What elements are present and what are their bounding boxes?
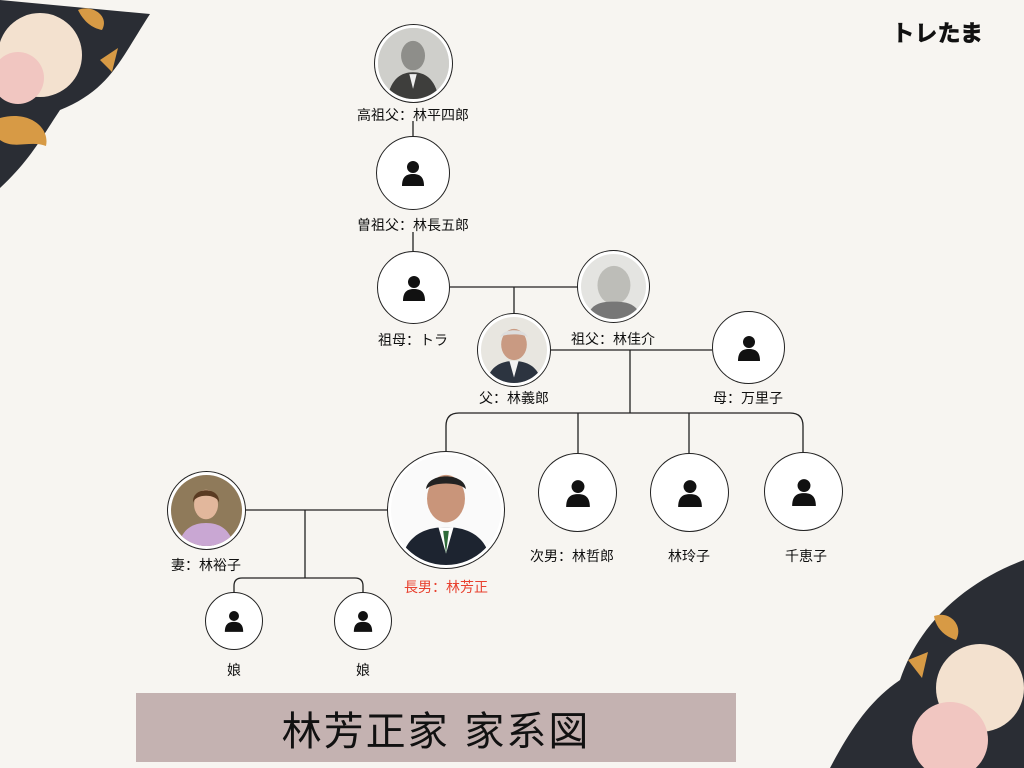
node-daughter-1	[205, 592, 263, 650]
diagram-title: 林芳正家 家系図	[281, 708, 591, 755]
portrait-grandfather	[578, 251, 649, 322]
label-great-grandfather: 曽祖父：林長五郎	[357, 218, 469, 234]
label-wife: 妻：林裕子	[171, 558, 241, 574]
node-sibling-chieko	[764, 452, 843, 531]
bottom-right-floral-decoration	[830, 560, 1024, 768]
label-sibling-chieko: 千恵子	[785, 549, 827, 565]
label-mother: 母：万里子	[713, 391, 783, 407]
node-grandmother	[377, 251, 450, 324]
portrait-photo	[581, 254, 646, 319]
portrait-photo	[481, 317, 547, 383]
node-daughter-2	[334, 592, 392, 650]
person-silhouette-icon	[353, 611, 373, 632]
portrait-wife	[168, 472, 245, 549]
portrait-great-great-grandfather	[375, 25, 452, 102]
portrait-eldest-son	[388, 452, 504, 568]
person-silhouette-icon	[402, 161, 424, 186]
portrait-photo	[378, 28, 449, 99]
node-great-grandfather	[376, 136, 450, 210]
label-daughter-2: 娘	[356, 663, 370, 679]
person-silhouette-icon	[677, 479, 702, 507]
node-sibling-reiko	[650, 453, 729, 532]
person-silhouette-icon	[565, 479, 590, 507]
portrait-father	[478, 314, 550, 386]
label-daughter-1: 娘	[227, 663, 241, 679]
label-great-great-grandfather: 高祖父：林平四郎	[357, 108, 469, 124]
node-mother	[712, 311, 785, 384]
label-grandfather: 祖父：林佳介	[571, 332, 655, 348]
person-silhouette-icon	[224, 611, 244, 632]
portrait-photo	[171, 475, 242, 546]
label-grandmother: 祖母：トラ	[378, 333, 448, 349]
portrait-photo	[391, 455, 501, 565]
node-second-son	[538, 453, 617, 532]
person-silhouette-icon	[791, 478, 816, 506]
label-eldest-son: 長男：林芳正	[404, 580, 488, 596]
top-left-floral-decoration	[0, 0, 150, 188]
person-silhouette-icon	[737, 335, 760, 361]
person-silhouette-icon	[402, 275, 425, 301]
title-banner: 林芳正家 家系図	[136, 693, 736, 762]
brand-logo: トレたま	[891, 22, 984, 48]
label-second-son: 次男：林哲郎	[530, 549, 614, 565]
label-sibling-reiko: 林玲子	[668, 549, 710, 565]
label-father: 父：林義郎	[479, 391, 549, 407]
